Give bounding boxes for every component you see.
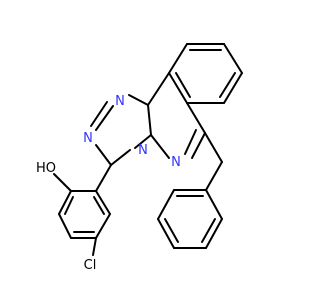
bond [95,190,111,215]
bond [95,164,112,192]
bond [184,129,197,155]
bond [204,132,223,163]
bond [191,132,206,159]
bond [223,43,243,74]
molecule-canvas: N N N N HO Cl [35,43,243,273]
bond [150,134,170,159]
bond [157,189,175,220]
chlorine-atom-label: Cl [84,258,97,273]
bond [186,102,206,134]
bond [168,72,188,104]
bond [92,237,97,256]
bond [157,218,175,249]
bond [110,149,131,166]
bond [219,72,236,98]
bond [93,196,105,215]
nitrogen-atom-label: N [138,143,148,158]
bond [58,190,72,215]
bond [58,213,72,239]
nitrogen-atom-label: N [115,94,125,109]
bond [164,218,179,243]
bond-lines [53,43,243,256]
bond [205,218,223,249]
bond [168,43,188,74]
bond [95,213,111,239]
bond [201,218,216,243]
nitrogen-atom-label: N [83,131,93,146]
bond [147,104,152,136]
bond [205,189,223,220]
bond [95,144,112,166]
bond [175,72,191,98]
bond [147,72,170,106]
nitrogen-atom-label: N [171,155,181,170]
atom-labels: N N N N HO Cl [36,94,181,273]
structure-drawing: N N N N HO Cl [36,43,243,273]
bond [134,134,152,149]
bond [128,94,149,106]
hydroxyl-label: HO [36,161,56,176]
bond [223,72,243,104]
bond [205,161,223,191]
bond [95,105,114,131]
bond [64,196,74,215]
bond [90,101,108,127]
bond [53,173,72,192]
